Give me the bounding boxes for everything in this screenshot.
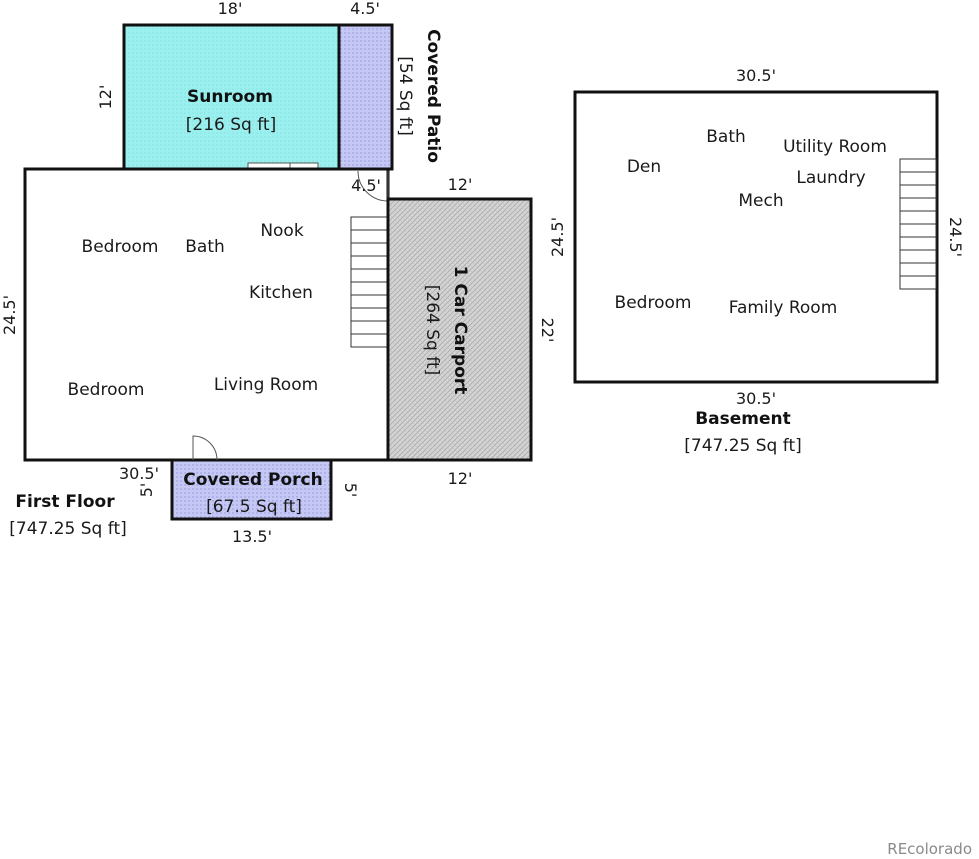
basement-dim-right: 24.5' (946, 217, 965, 257)
sunroom-area (124, 25, 339, 169)
basement-room-bedroom: Bedroom (615, 293, 692, 313)
porch-dim-right: 5' (341, 483, 360, 498)
basement-room-mech: Mech (738, 191, 783, 211)
room-bath: Bath (185, 237, 225, 257)
carport-dim-bottom: 12' (448, 469, 473, 488)
sliding-door (247, 162, 319, 169)
basement-outline (573, 90, 939, 384)
first-floor-area: [747.25 Sq ft] (9, 519, 127, 539)
sunroom-dim-top: 18' (218, 0, 243, 18)
covered-patio-area (339, 25, 392, 169)
porch-title: Covered Porch (183, 470, 322, 490)
patio-title: Covered Patio (423, 29, 443, 163)
first-floor-dim-bottom: 30.5' (119, 464, 159, 483)
sunroom-dim-left: 12' (96, 85, 115, 110)
basement-room-family: Family Room (729, 298, 838, 318)
carport-dim-right: 22' (538, 318, 557, 343)
porch-area-label: [67.5 Sq ft] (206, 497, 302, 517)
stairs-basement (899, 158, 937, 290)
basement-dim-left: 24.5' (548, 217, 567, 257)
first-floor-title: First Floor (15, 492, 115, 512)
basement-room-bath: Bath (706, 127, 746, 147)
basement-dim-top: 30.5' (736, 66, 776, 85)
watermark: REcolorado (887, 840, 972, 858)
porch-dim-left: 5' (137, 483, 156, 498)
carport-area-label: [264 Sq ft] (422, 285, 442, 375)
room-kitchen: Kitchen (249, 283, 313, 303)
basement-title: Basement (695, 409, 791, 429)
basement-dim-bottom: 30.5' (736, 389, 776, 408)
sunroom-title: Sunroom (187, 87, 273, 107)
carport-title: 1 Car Carport (450, 266, 470, 395)
room-living-room: Living Room (214, 375, 318, 395)
room-nook: Nook (260, 221, 304, 241)
carport-dim-top: 12' (448, 175, 473, 194)
front-door-swing (192, 435, 218, 461)
basement-room-utility: Utility Room (783, 137, 887, 157)
carport-area (388, 199, 531, 460)
porch-dim-bottom: 13.5' (232, 527, 272, 546)
covered-porch-area (172, 460, 331, 519)
first-floor-outline (23, 167, 390, 462)
basement-area: [747.25 Sq ft] (684, 436, 802, 456)
room-bedroom-top: Bedroom (82, 237, 159, 257)
first-floor-dim-left: 24.5' (0, 295, 19, 335)
room-bedroom-bottom: Bedroom (68, 380, 145, 400)
basement-room-den: Den (627, 157, 661, 177)
door-swing (357, 170, 389, 202)
patio-dim-top: 4.5' (350, 0, 380, 18)
stairs-first-floor (350, 216, 388, 348)
patio-dim-bottom: 4.5' (351, 176, 381, 195)
basement-room-laundry: Laundry (796, 168, 865, 188)
sunroom-area-label: [216 Sq ft] (186, 115, 276, 135)
patio-area-label: [54 Sq ft] (395, 56, 415, 136)
